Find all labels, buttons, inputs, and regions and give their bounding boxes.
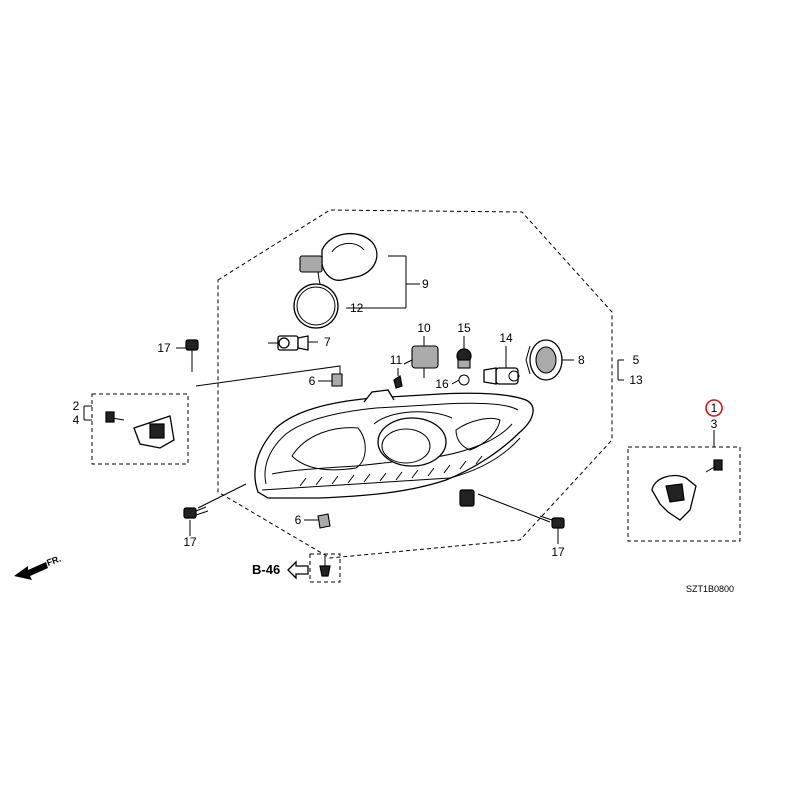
callout-1-highlight	[705, 399, 723, 417]
callout-2: 2	[73, 399, 80, 413]
headlight-housing	[254, 389, 534, 507]
bolt-icon	[183, 506, 209, 519]
clip-ring	[458, 374, 470, 386]
bracket-box-right	[627, 446, 741, 542]
callout-3: 3	[711, 417, 718, 431]
bracket-box-left	[91, 393, 189, 465]
clip-icon	[317, 513, 331, 529]
leader-lines	[83, 255, 715, 544]
callout-4: 4	[73, 413, 80, 427]
callouts: 1 2 3 4 5 6 6 7 8 9 10 11 12 13 14 15 16…	[73, 277, 723, 559]
bolt-icon	[319, 556, 331, 577]
reference-arrow-icon	[287, 560, 309, 580]
callout-6b: 6	[295, 513, 302, 527]
seal-ring-icon	[293, 283, 339, 329]
callout-10: 10	[417, 321, 431, 335]
callout-9: 9	[422, 277, 429, 291]
dust-cover	[525, 339, 563, 381]
bracket-left	[105, 411, 175, 449]
callout-5: 5	[633, 353, 640, 367]
callout-15: 15	[457, 321, 471, 335]
small-screw	[393, 375, 403, 389]
callout-6a: 6	[309, 374, 316, 388]
bulb-icon-side	[483, 367, 520, 385]
reference-bolt-box	[309, 553, 341, 583]
reference-label: B-46	[252, 562, 280, 577]
direction-indicator: FR.	[14, 554, 62, 580]
reference-arrow: B-46	[252, 560, 309, 580]
direction-arrow-icon	[14, 562, 48, 580]
bolt-icon	[185, 339, 199, 372]
callout-17b: 17	[183, 535, 197, 549]
direction-label: FR.	[45, 554, 62, 568]
callout-11: 11	[390, 353, 403, 367]
clip-icon	[331, 373, 343, 387]
callout-17c: 17	[551, 545, 565, 559]
bulb-cap	[456, 348, 472, 369]
leveling-actuator	[403, 345, 439, 378]
assembly-outline	[217, 209, 613, 559]
bolt-icon	[539, 515, 565, 529]
callout-8: 8	[578, 353, 585, 367]
socket-harness	[299, 232, 378, 311]
callout-12: 12	[350, 301, 364, 315]
callout-17a: 17	[157, 341, 171, 355]
callout-14: 14	[499, 331, 513, 345]
callout-7: 7	[324, 335, 331, 349]
callout-16: 16	[435, 377, 449, 391]
callout-13: 13	[629, 373, 643, 387]
bulb-icon	[268, 335, 309, 351]
diagram-code: SZT1B0800	[686, 584, 734, 594]
bracket-right	[651, 459, 723, 521]
callout-1: 1	[711, 401, 718, 415]
